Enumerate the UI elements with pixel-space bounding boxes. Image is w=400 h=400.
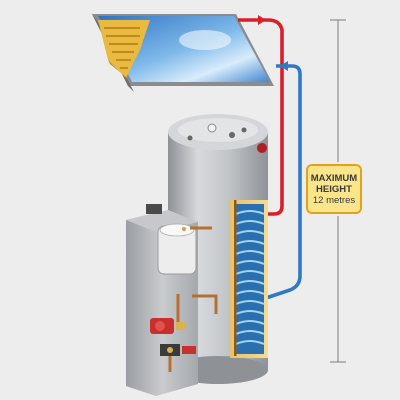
cold-flow-pipe (240, 61, 302, 302)
tank-top-port (187, 135, 193, 141)
height-label-value: 12 metres (312, 194, 356, 206)
controller-top (159, 223, 195, 237)
cabinet-vent (146, 204, 162, 214)
arrow-right-icon (258, 15, 266, 25)
valve-handle (182, 346, 196, 354)
pump-fitting (176, 322, 186, 330)
pump-rotor (155, 321, 165, 331)
hot-flow-pipe (232, 15, 284, 240)
collector-absorber-tubes (104, 27, 140, 69)
tank-top-port (229, 132, 235, 138)
arrow-left-icon (280, 61, 288, 71)
maximum-height-label: MAXIMUM HEIGHT 12 metres (306, 164, 362, 214)
height-label-line-2: HEIGHT (316, 183, 352, 195)
collector-glare (179, 30, 231, 50)
collector-absorber (98, 20, 150, 78)
height-label-line-1: MAXIMUM (310, 172, 358, 184)
tank-top-port (241, 127, 247, 133)
height-dimension-line (330, 19, 346, 363)
tank-top-valve (257, 143, 267, 153)
copper-pipe (192, 294, 218, 314)
tank-inner-wall (234, 200, 237, 356)
tank-top-cap (178, 118, 258, 142)
pump-cabinet (126, 204, 218, 396)
cabinet-top (126, 210, 198, 232)
tank-heat-exchanger-coil (235, 210, 265, 345)
tank-top-port (207, 123, 217, 133)
valve-fitting (167, 347, 173, 353)
controller-knob (182, 227, 186, 231)
tank-water (236, 204, 264, 354)
solar-collector-panel (92, 14, 274, 92)
